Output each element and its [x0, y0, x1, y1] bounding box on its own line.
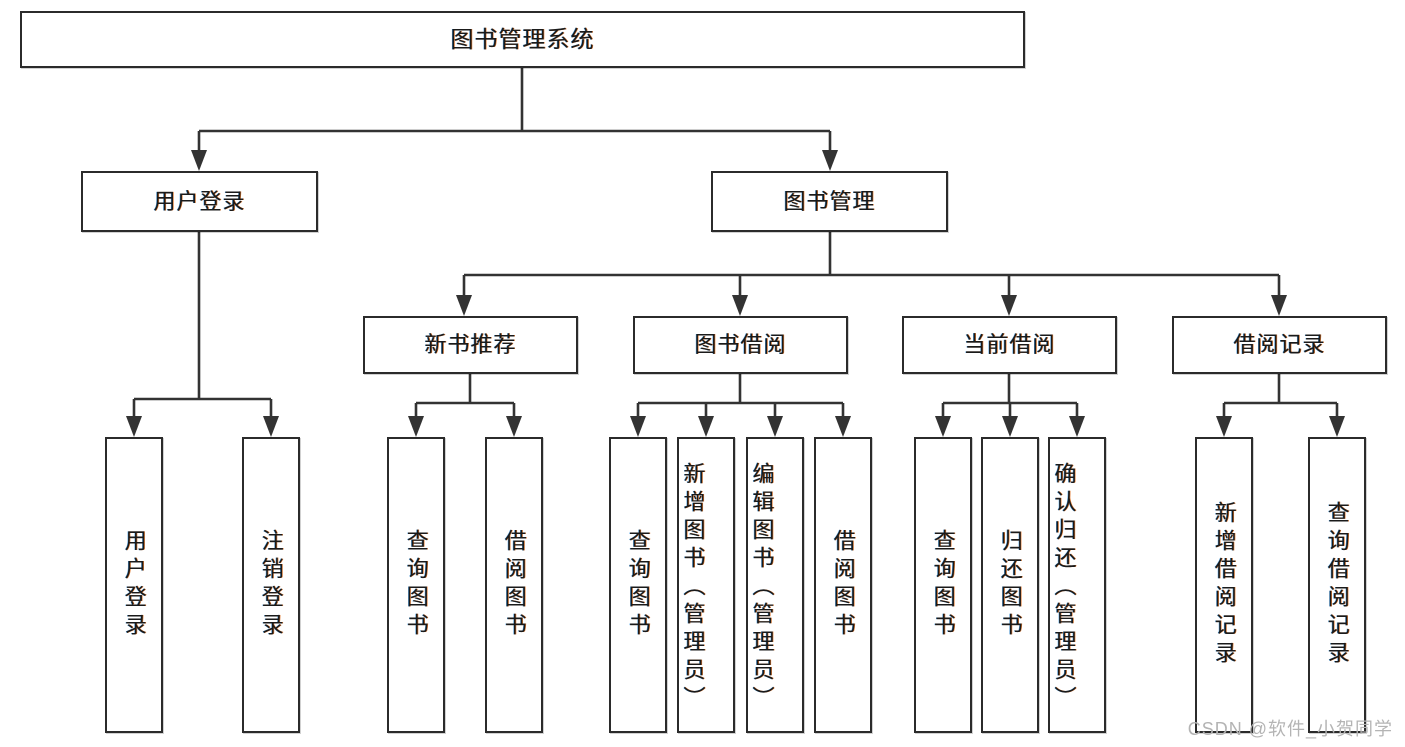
- leaf-query-record[interactable]: 查询借阅记录: [1308, 437, 1366, 733]
- node-root-label: 图书管理系统: [450, 26, 595, 53]
- node-root[interactable]: 图书管理系统: [20, 11, 1025, 68]
- arrowhead-new-book-recommend: [456, 295, 472, 316]
- leaf-query-book-3[interactable]: 查询图书: [914, 437, 972, 733]
- arrowhead-book-borrow: [732, 295, 748, 316]
- leaf-query-book-3-label: 查询图书: [930, 529, 956, 641]
- node-new-book-recommend[interactable]: 新书推荐: [363, 316, 578, 374]
- leaf-user-login-label: 用户登录: [121, 529, 147, 641]
- arrowhead-current-borrow: [1001, 295, 1017, 316]
- arrowhead-leaf-user-login: [126, 416, 142, 437]
- leaf-return-book-label: 归还图书: [997, 529, 1023, 641]
- leaf-edit-book-label: 编辑图书（管理员）: [749, 462, 775, 714]
- node-book-borrow-label: 图书借阅: [694, 332, 787, 358]
- leaf-logout-login[interactable]: 注销登录: [242, 437, 300, 733]
- leaf-add-record-label: 新增借阅记录: [1211, 501, 1237, 669]
- arrowhead-book-manage: [822, 150, 838, 171]
- leaf-confirm-return[interactable]: 确认归还（管理员）: [1048, 437, 1106, 733]
- arrowhead-leaf-borrow-book-1: [506, 416, 522, 437]
- leaf-query-book-1-label: 查询图书: [403, 529, 429, 641]
- watermark: CSDN @软件_小贺同学: [1187, 719, 1393, 739]
- node-user-login[interactable]: 用户登录: [81, 171, 318, 232]
- leaf-borrow-book-1-label: 借阅图书: [501, 529, 527, 641]
- arrowhead-leaf-return-book: [1002, 416, 1018, 437]
- node-book-borrow[interactable]: 图书借阅: [633, 316, 848, 374]
- node-book-manage[interactable]: 图书管理: [711, 171, 948, 232]
- leaf-return-book[interactable]: 归还图书: [981, 437, 1039, 733]
- leaf-query-book-2-label: 查询图书: [625, 529, 651, 641]
- leaf-borrow-book-2[interactable]: 借阅图书: [814, 437, 872, 733]
- leaf-add-record[interactable]: 新增借阅记录: [1195, 437, 1253, 733]
- leaf-logout-login-label: 注销登录: [258, 529, 284, 641]
- leaf-add-book-label: 新增图书（管理员）: [680, 462, 706, 714]
- arrowhead-leaf-edit-book: [767, 416, 783, 437]
- leaf-query-book-1[interactable]: 查询图书: [387, 437, 445, 733]
- leaf-borrow-book-1[interactable]: 借阅图书: [485, 437, 543, 733]
- node-book-manage-label: 图书管理: [783, 188, 876, 214]
- arrowhead-leaf-query-book-1: [408, 416, 424, 437]
- arrowhead-leaf-add-record: [1216, 416, 1232, 437]
- leaf-confirm-return-label: 确认归还（管理员）: [1051, 462, 1077, 714]
- node-new-book-recommend-label: 新书推荐: [424, 332, 517, 358]
- node-current-borrow-label: 当前借阅: [963, 332, 1056, 358]
- arrowhead-leaf-borrow-book-2: [835, 416, 851, 437]
- leaf-edit-book[interactable]: 编辑图书（管理员）: [746, 437, 804, 733]
- leaf-user-login[interactable]: 用户登录: [105, 437, 163, 733]
- arrowhead-leaf-logout-login: [263, 416, 279, 437]
- node-user-login-label: 用户登录: [153, 188, 246, 214]
- arrowhead-borrow-record: [1271, 295, 1287, 316]
- leaf-add-book[interactable]: 新增图书（管理员）: [677, 437, 735, 733]
- arrowhead-leaf-query-book-3: [935, 416, 951, 437]
- node-borrow-record-label: 借阅记录: [1233, 332, 1326, 358]
- node-current-borrow[interactable]: 当前借阅: [902, 316, 1117, 374]
- arrowhead-user-login: [191, 150, 207, 171]
- leaf-query-record-label: 查询借阅记录: [1324, 501, 1350, 669]
- leaf-borrow-book-2-label: 借阅图书: [830, 529, 856, 641]
- arrowhead-leaf-add-book: [698, 416, 714, 437]
- arrowhead-leaf-query-book-2: [630, 416, 646, 437]
- arrowhead-leaf-query-record: [1329, 416, 1345, 437]
- arrowhead-leaf-confirm-return: [1069, 416, 1085, 437]
- leaf-query-book-2[interactable]: 查询图书: [609, 437, 667, 733]
- node-borrow-record[interactable]: 借阅记录: [1172, 316, 1387, 374]
